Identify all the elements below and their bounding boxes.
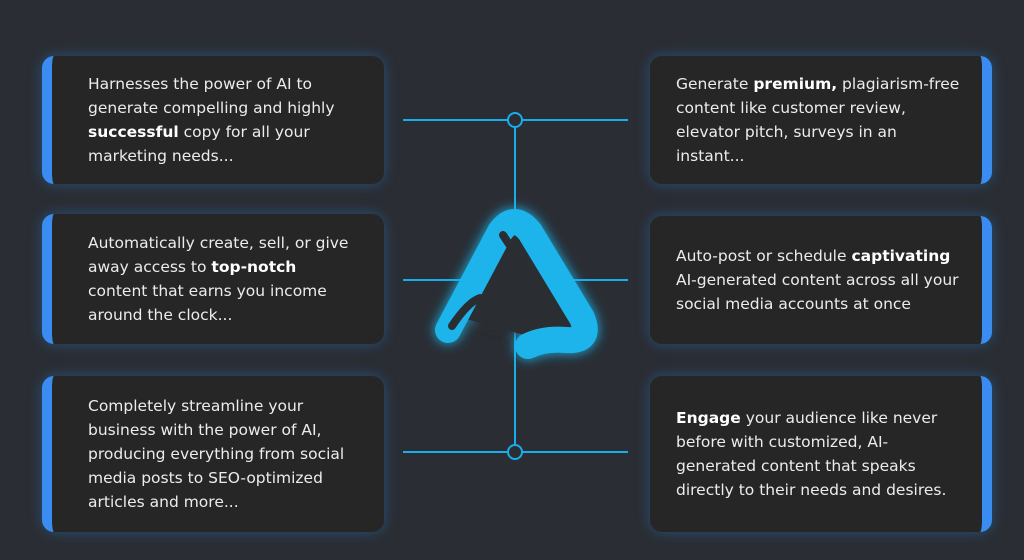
junction-node-icon (507, 444, 523, 460)
card-text: Auto-post or schedule captivating AI-gen… (676, 247, 959, 313)
ai-logo-icon (435, 209, 598, 359)
feature-card-streamline: Completely streamline your business with… (42, 376, 384, 532)
card-text: Completely streamline your business with… (88, 397, 345, 511)
card-text: Harnesses the power of AI to generate co… (88, 75, 335, 165)
feature-card-copywriting: Harnesses the power of AI to generate co… (42, 56, 384, 184)
feature-card-monetize: Automatically create, sell, or give away… (42, 214, 384, 344)
card-text: Automatically create, sell, or give away… (88, 234, 349, 324)
card-text: Generate premium, plagiarism-free conten… (676, 75, 960, 165)
feature-card-premium-content: Generate premium, plagiarism-free conten… (650, 56, 992, 184)
card-text: Engage your audience like never before w… (676, 409, 947, 499)
feature-card-autopost: Auto-post or schedule captivating AI-gen… (650, 216, 992, 344)
feature-card-engage: Engage your audience like never before w… (650, 376, 992, 532)
junction-node-icon (507, 112, 523, 128)
